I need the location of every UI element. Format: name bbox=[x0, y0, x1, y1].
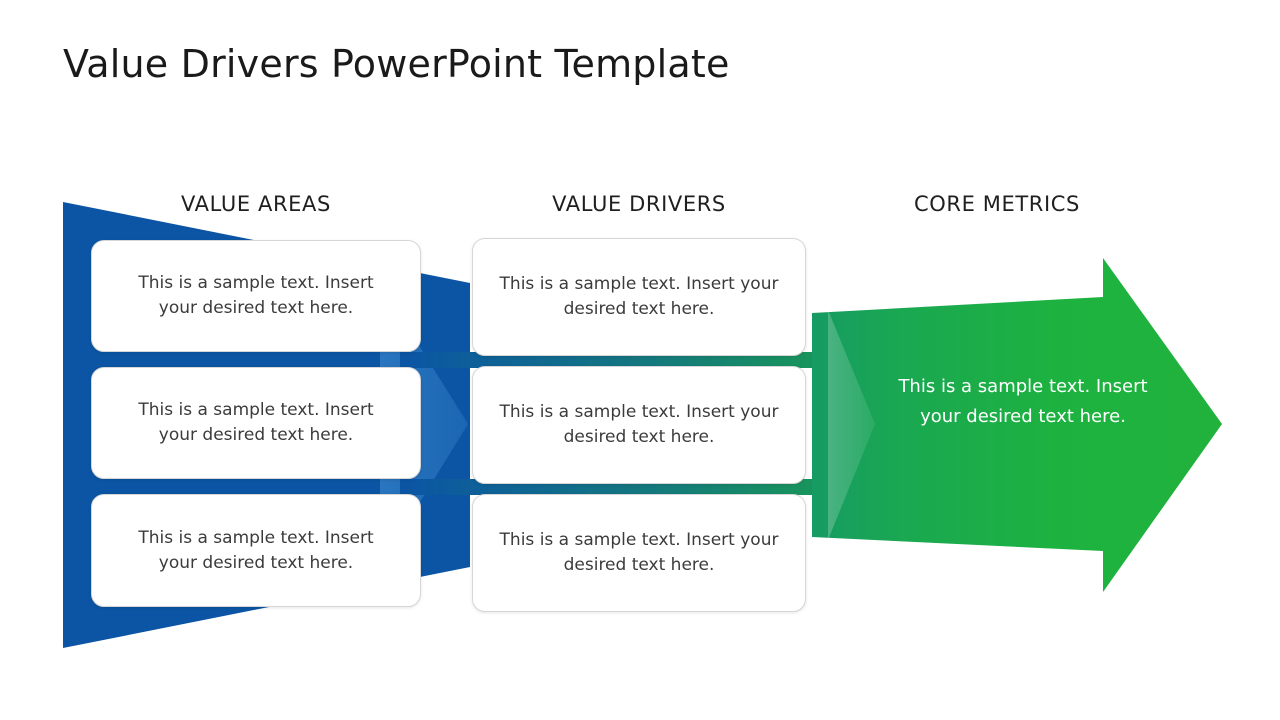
card-value-areas-1[interactable]: This is a sample text. Insert your desir… bbox=[91, 240, 421, 352]
card-value-areas-3[interactable]: This is a sample text. Insert your desir… bbox=[91, 494, 421, 607]
card-text: This is a sample text. Insert your desir… bbox=[138, 273, 374, 318]
column-header-value-areas: VALUE AREAS bbox=[181, 192, 331, 216]
column-header-value-drivers: VALUE DRIVERS bbox=[552, 192, 726, 216]
card-value-drivers-3[interactable]: This is a sample text. Insert your desir… bbox=[472, 494, 806, 612]
card-text: This is a sample text. Insert your desir… bbox=[499, 530, 779, 575]
column-header-core-metrics: CORE METRICS bbox=[914, 192, 1080, 216]
card-value-drivers-2[interactable]: This is a sample text. Insert your desir… bbox=[472, 366, 806, 484]
card-text: This is a sample text. Insert your desir… bbox=[499, 402, 779, 447]
card-value-drivers-1[interactable]: This is a sample text. Insert your desir… bbox=[472, 238, 806, 356]
green-chevron-shape bbox=[828, 310, 875, 540]
card-core-metrics-1[interactable]: This is a sample text. Insert your desir… bbox=[898, 376, 1148, 427]
card-text: This is a sample text. Insert your desir… bbox=[138, 400, 374, 445]
card-value-areas-2[interactable]: This is a sample text. Insert your desir… bbox=[91, 367, 421, 479]
card-text: This is a sample text. Insert your desir… bbox=[499, 274, 779, 319]
green-arrow-shape bbox=[812, 258, 1222, 592]
card-text: This is a sample text. Insert your desir… bbox=[138, 527, 374, 573]
page-title: Value Drivers PowerPoint Template bbox=[63, 42, 730, 86]
